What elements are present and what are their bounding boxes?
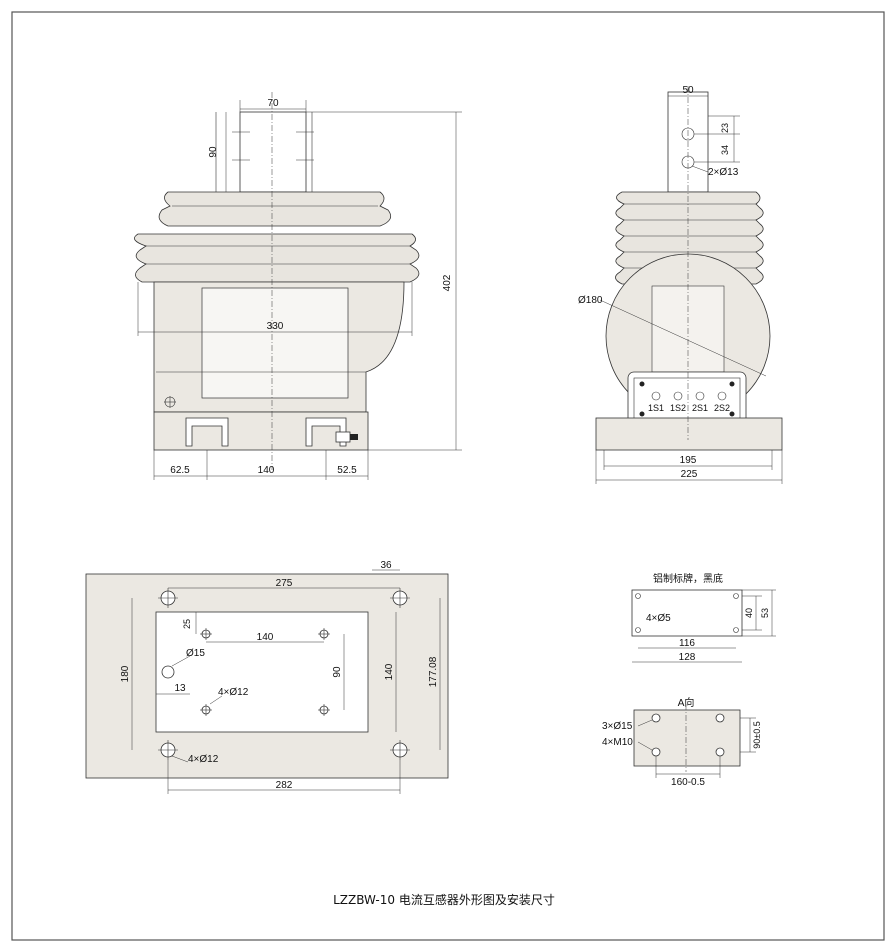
terminal-2s1: 2S1 bbox=[692, 403, 708, 413]
holes-2x13: 2×Ø13 bbox=[708, 167, 739, 178]
dia-15: Ø15 bbox=[186, 648, 205, 659]
insulator-sheds-lower bbox=[134, 233, 420, 283]
plan-view: 36 275 25 140 Ø15 180 90 140 177.08 13 4… bbox=[85, 560, 449, 794]
dim-330: 330 bbox=[267, 321, 284, 332]
insulator-sheds-upper bbox=[158, 191, 392, 227]
nameplate-dim-40: 40 bbox=[744, 608, 754, 618]
dim-180: 180 bbox=[120, 665, 131, 682]
terminal-2s2: 2S2 bbox=[714, 403, 730, 413]
view-a-caption: A向 bbox=[678, 696, 695, 709]
drawing-title: LZZBW-10 电流互感器外形图及安装尺寸 bbox=[333, 892, 555, 907]
dim-282: 282 bbox=[276, 780, 293, 791]
holes-outer-4x12: 4×Ø12 bbox=[188, 754, 219, 765]
dim-23: 23 bbox=[720, 123, 730, 133]
front-view: 70 90 330 402 62.5 140 52.5 bbox=[134, 92, 462, 480]
nameplate-dim-53: 53 bbox=[760, 608, 770, 618]
nameplate-dim-116: 116 bbox=[679, 638, 695, 649]
body-footprint bbox=[155, 611, 369, 733]
nameplate-caption: 铝制标牌，黑底 bbox=[653, 572, 723, 585]
dim-52-5: 52.5 bbox=[337, 465, 357, 476]
side-view: 1S1 1S2 2S1 2S2 50 23 34 2×Ø13 Ø180 195 … bbox=[578, 85, 783, 484]
terminal-1s1: 1S1 bbox=[648, 403, 664, 413]
dim-275: 275 bbox=[276, 578, 293, 589]
dim-140-v: 140 bbox=[384, 663, 395, 680]
view-a: A向 3×Ø15 4×M10 90±0.5 160-0.5 bbox=[602, 696, 762, 788]
dim-90: 90 bbox=[332, 666, 343, 678]
secondary-terminal-box bbox=[627, 371, 747, 425]
drawing-frame bbox=[11, 11, 885, 941]
holes-inner-4x12: 4×Ø12 bbox=[218, 687, 249, 698]
dim-70: 70 bbox=[267, 98, 279, 109]
nameplate-dim-128: 128 bbox=[679, 652, 696, 663]
dim-140: 140 bbox=[258, 465, 275, 476]
terminal-1s2: 1S2 bbox=[670, 403, 686, 413]
dia-180: Ø180 bbox=[578, 295, 603, 306]
dim-25: 25 bbox=[182, 619, 192, 629]
nameplate-view: 铝制标牌，黑底 4×Ø5 40 53 116 128 bbox=[631, 572, 776, 663]
view-a-dim-v: 90±0.5 bbox=[752, 721, 762, 748]
dim-62-5: 62.5 bbox=[170, 465, 190, 476]
nameplate-outline bbox=[631, 589, 743, 637]
dim-36: 36 bbox=[380, 560, 392, 571]
dim-13: 13 bbox=[174, 683, 186, 694]
nameplate-holes: 4×Ø5 bbox=[646, 613, 671, 624]
dim-177-08: 177.08 bbox=[428, 656, 439, 687]
dim-225: 225 bbox=[681, 469, 698, 480]
primary-terminal-bar bbox=[239, 111, 307, 193]
view-a-holes: 3×Ø15 bbox=[602, 721, 633, 732]
view-a-dim-h: 160-0.5 bbox=[671, 777, 705, 788]
dim-140-h: 140 bbox=[257, 632, 274, 643]
dim-90: 90 bbox=[208, 146, 219, 158]
dim-195: 195 bbox=[680, 455, 697, 466]
side-base-plate bbox=[595, 417, 783, 451]
dim-50: 50 bbox=[682, 85, 694, 96]
view-a-thread: 4×M10 bbox=[602, 737, 633, 748]
dim-34: 34 bbox=[720, 145, 730, 155]
dim-402: 402 bbox=[442, 274, 453, 291]
